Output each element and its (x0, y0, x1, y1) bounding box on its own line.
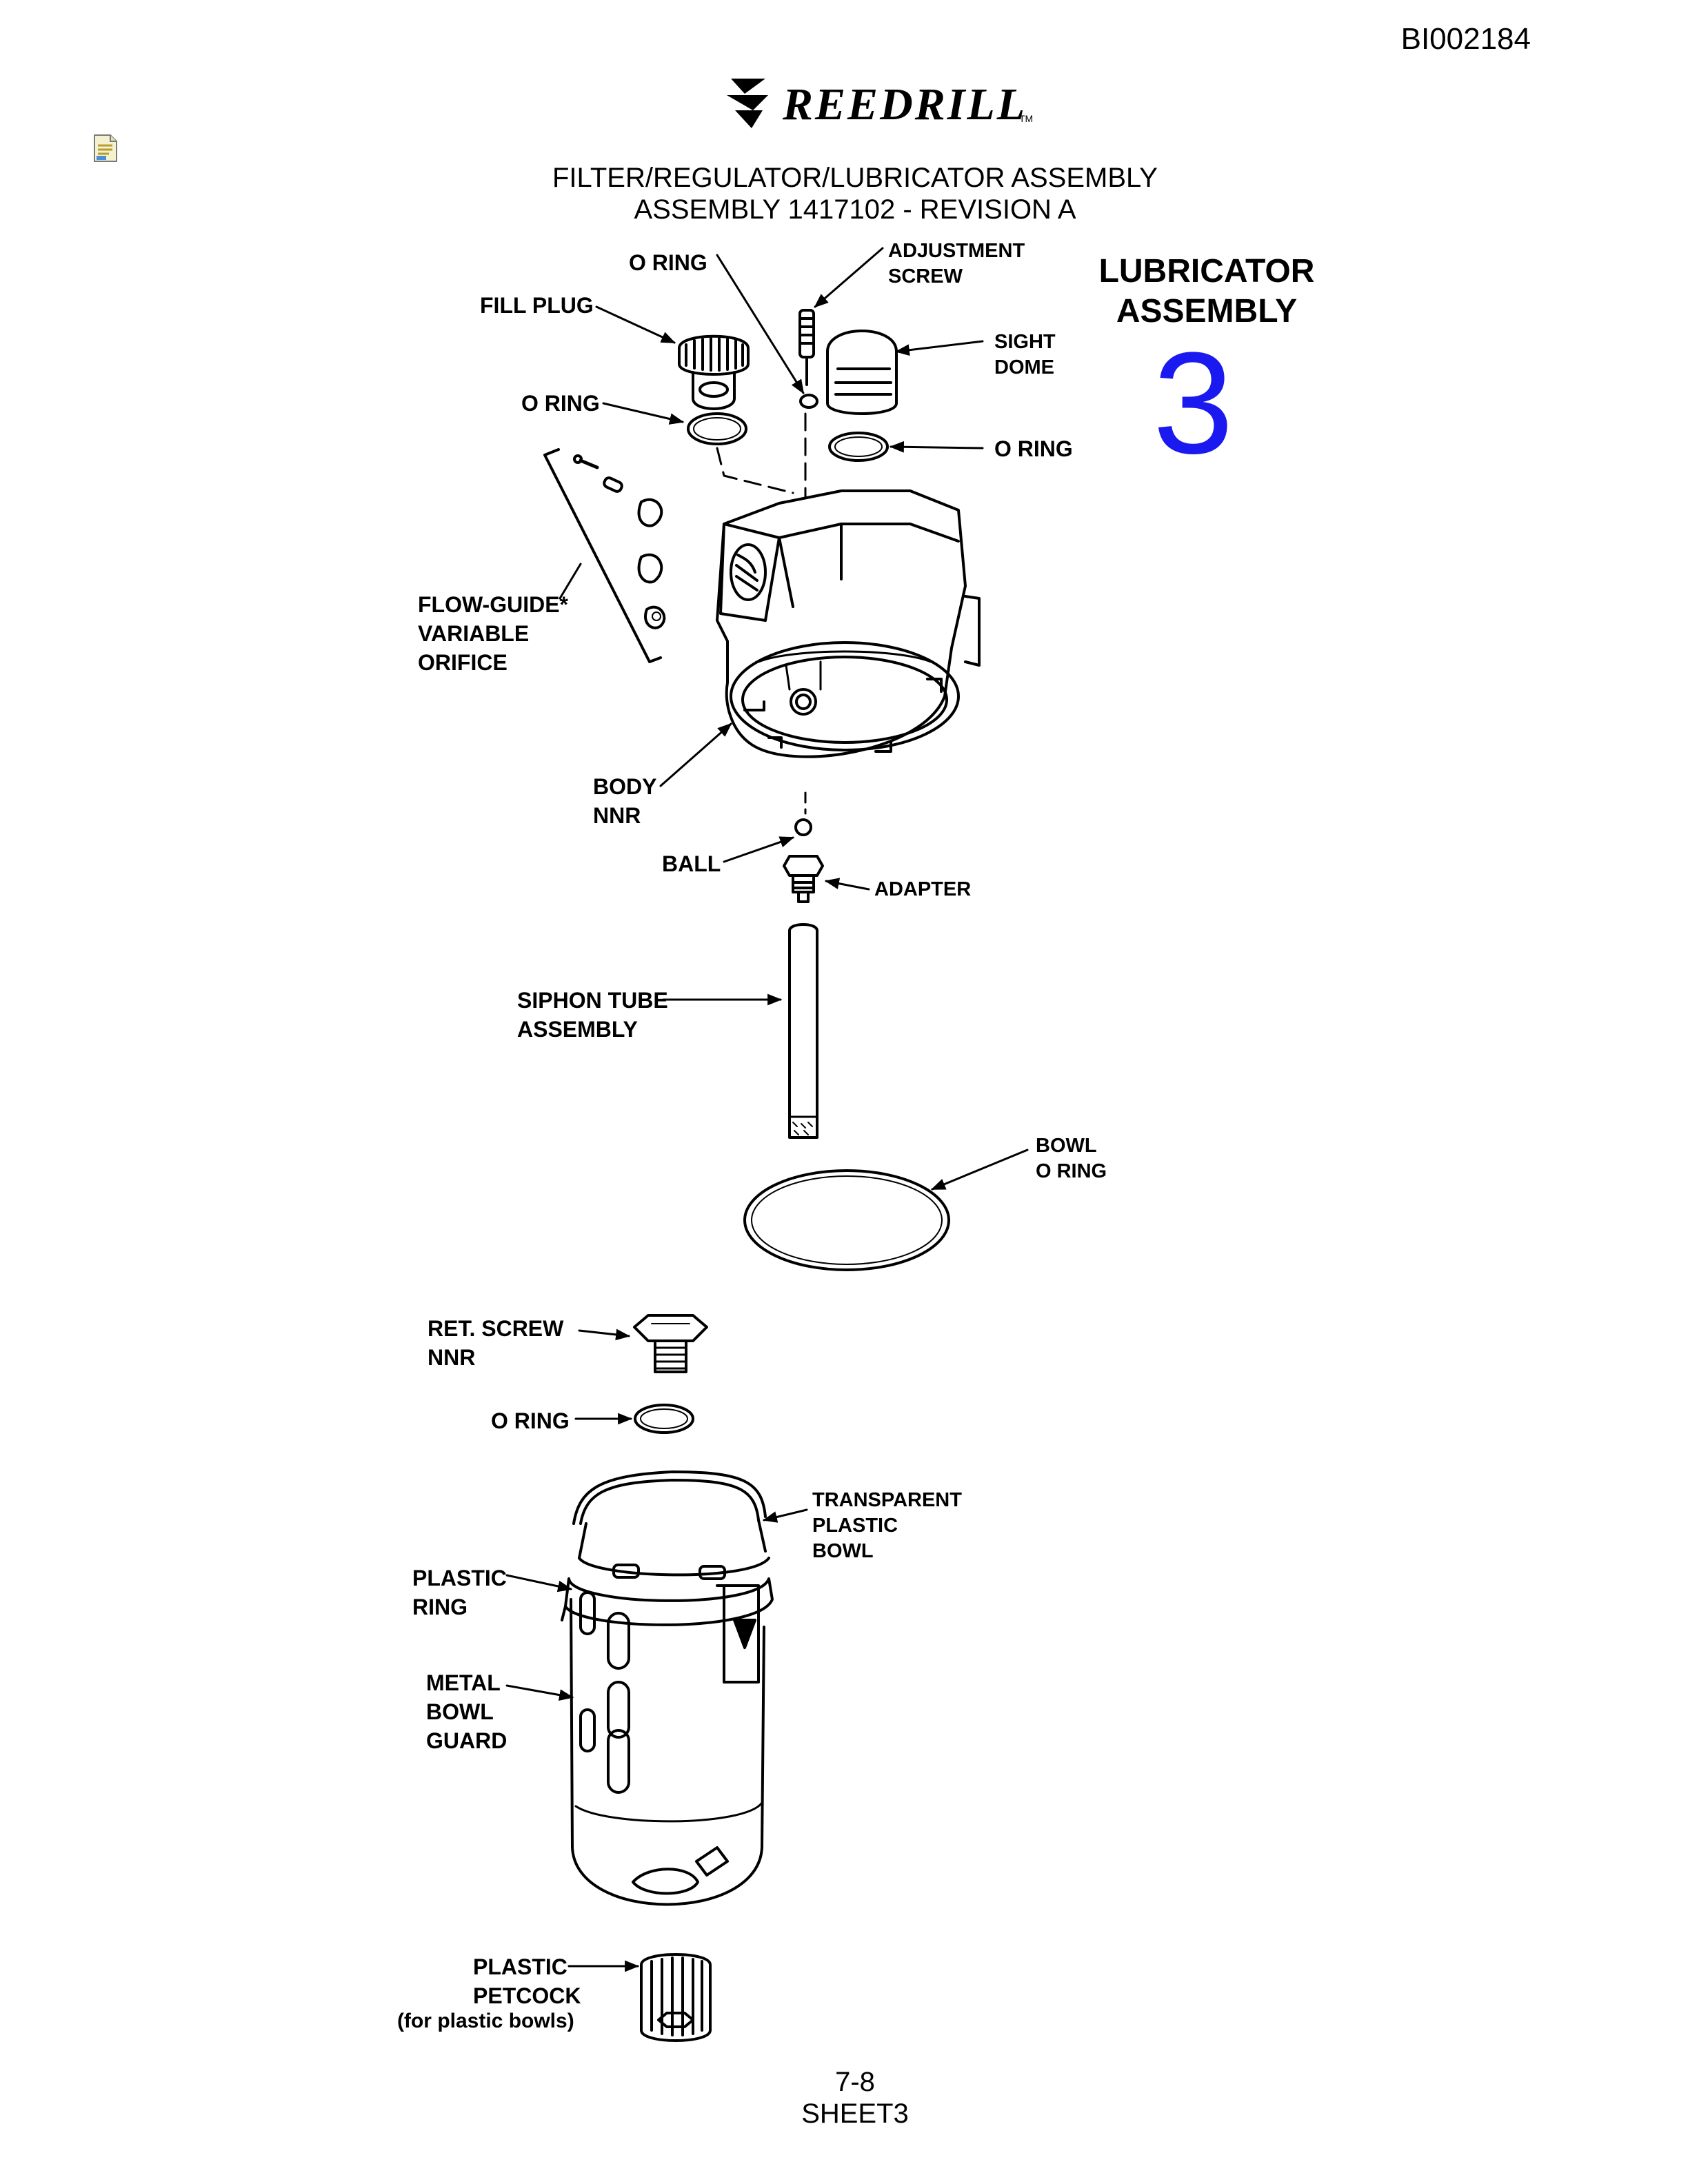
label-line: BODY (593, 774, 657, 799)
reedrill-logo-icon (727, 79, 768, 128)
label-body: BODY NNR (593, 772, 656, 830)
label-line: SIGHT (994, 331, 1056, 353)
label-o-ring-left: O RING (521, 391, 600, 416)
label-ball: BALL (662, 851, 721, 876)
label-line: BOWL (812, 1540, 874, 1562)
assembly-heading-line1: LUBRICATOR (1098, 253, 1315, 290)
sheet-label: SHEET3 (801, 2099, 909, 2129)
label-line: SCREW (888, 265, 963, 287)
label-line: PLASTIC (412, 1566, 507, 1590)
label-line: TRANSPARENT (812, 1489, 962, 1511)
label-line: PETCOCK (473, 1983, 581, 2008)
label-flow-guide: FLOW-GUIDE* VARIABLE ORIFICE (418, 590, 568, 677)
brand-trademark: TM (1019, 113, 1034, 124)
label-line: METAL (426, 1670, 501, 1695)
label-line: VARIABLE (418, 621, 530, 646)
label-line: ADJUSTMENT (888, 240, 1025, 262)
assembly-heading-line2: ASSEMBLY (1116, 293, 1298, 330)
o-ring-small-part (799, 394, 818, 409)
label-o-ring-lower: O RING (491, 1408, 570, 1433)
label-transparent-bowl: TRANSPARENT PLASTIC BOWL (812, 1488, 962, 1564)
label-plastic-petcock: PLASTIC PETCOCK (for plastic bowls) (397, 1952, 581, 2032)
sight-dome-part (826, 330, 898, 415)
label-metal-bowl-guard: METAL BOWL GUARD (426, 1668, 507, 1755)
label-line: RING (412, 1595, 468, 1619)
adjustment-screw-part (798, 309, 815, 386)
label-sight-dome: SIGHT DOME (994, 330, 1056, 381)
label-line: NNR (593, 803, 641, 828)
brand-logo: REEDRILL TM (717, 74, 1048, 136)
label-o-ring-right: O RING (994, 436, 1073, 461)
label-line: RET. SCREW (428, 1316, 564, 1341)
label-line: GUARD (426, 1728, 508, 1753)
brand-name: REEDRILL (783, 79, 1027, 130)
siphon-tube-part (788, 923, 818, 1139)
label-line: BOWL (426, 1699, 494, 1724)
ball-part (794, 818, 812, 836)
label-line: ASSEMBLY (517, 1017, 638, 1042)
label-line: ORIFICE (418, 650, 508, 675)
label-line: PLASTIC (473, 1954, 567, 1979)
label-line: FLOW-GUIDE* (418, 592, 568, 617)
ret-screw-part (633, 1314, 708, 1373)
flow-guide-parts (543, 448, 666, 663)
assembly-number: 3 (1153, 322, 1234, 484)
bowl-assembly-part (561, 1470, 774, 1906)
o-ring-lower-part (634, 1404, 694, 1434)
document-id: BI002184 (1400, 22, 1531, 56)
page-subtitle: ASSEMBLY 1417102 - REVISION A (634, 194, 1076, 225)
adapter-part (783, 855, 824, 903)
label-line: NNR (428, 1345, 476, 1370)
fill-plug-part (678, 334, 750, 410)
note-icon[interactable] (92, 134, 119, 163)
label-ret-screw: RET. SCREW NNR (428, 1314, 563, 1372)
label-o-ring-top: O RING (629, 250, 707, 275)
petcock-part (640, 1953, 712, 2042)
label-adapter: ADAPTER (874, 878, 972, 900)
leader-lines (505, 247, 1029, 1972)
page-number: 7-8 (835, 2067, 875, 2097)
label-line: BOWL (1036, 1135, 1097, 1157)
o-ring-fill-part (687, 412, 747, 445)
label-line: SIPHON TUBE (517, 988, 668, 1013)
page-title: FILTER/REGULATOR/LUBRICATOR ASSEMBLY (552, 163, 1158, 193)
label-line: (for plastic bowls) (397, 2010, 574, 2032)
label-plastic-ring: PLASTIC RING (412, 1564, 507, 1621)
lubricator-body-part (716, 489, 981, 758)
label-line: DOME (994, 356, 1054, 378)
label-bowl-o-ring: BOWL O RING (1036, 1133, 1107, 1184)
label-adjustment-screw: ADJUSTMENT SCREW (888, 239, 1025, 290)
bowl-o-ring-part (743, 1169, 950, 1271)
label-line: O RING (1036, 1160, 1107, 1182)
o-ring-dome-part (828, 432, 889, 462)
label-line: PLASTIC (812, 1515, 898, 1537)
label-fill-plug: FILL PLUG (480, 293, 594, 318)
label-siphon-tube: SIPHON TUBE ASSEMBLY (517, 986, 668, 1044)
